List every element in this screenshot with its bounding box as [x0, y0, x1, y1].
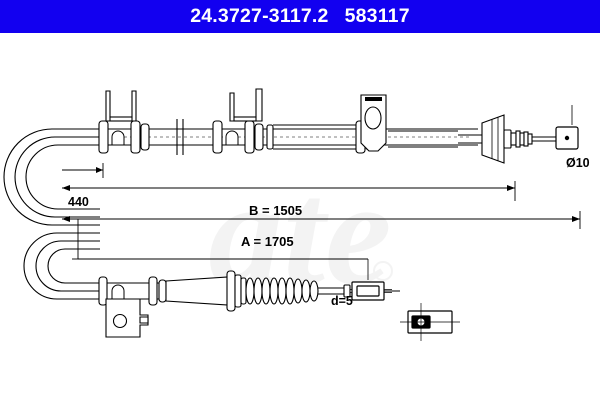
dimension-label-d: d=5	[331, 294, 353, 308]
upper-cable-ferrules	[98, 120, 274, 154]
drawing-canvas: ate	[3, 88, 581, 341]
dimension-label-diameter: Ø10	[566, 156, 590, 170]
inner-cable-ferrule	[343, 284, 351, 298]
eyelet-bracket	[360, 94, 387, 152]
lower-cable-taper	[165, 276, 229, 306]
end-clip-nipple	[351, 281, 400, 301]
rubber-boot	[481, 114, 505, 164]
upper-cable-mid-section	[273, 124, 360, 150]
lower-cable-ferrules	[98, 276, 167, 306]
hose-splice-marker	[176, 119, 184, 155]
dimension-label-a: A = 1705	[241, 234, 294, 249]
upper-bracket-2	[229, 88, 263, 122]
upper-cable-run	[100, 128, 478, 146]
upper-bracket-1	[105, 90, 137, 122]
reference-number: 583117	[344, 4, 410, 27]
clip-detail-view	[400, 303, 460, 341]
part-number: 24.3727-3117.2	[190, 4, 329, 27]
header-bar: 24.3727-3117.2 583117	[0, 0, 600, 33]
dimension-A	[62, 211, 581, 229]
dimension-440	[62, 163, 104, 178]
dimension-label-440: 440	[68, 195, 89, 209]
dimension-label-b: B = 1505	[249, 203, 303, 218]
upper-cable-saddles	[111, 130, 239, 146]
lower-mounting-plate	[105, 298, 149, 338]
dimension-A-inner	[72, 219, 368, 260]
upper-cable-right-segment	[388, 130, 482, 148]
header-text: 24.3727-3117.2 583117	[190, 4, 410, 27]
lower-taper-collar	[226, 270, 247, 312]
dimension-B	[62, 181, 516, 201]
cable-u-bend	[3, 128, 100, 300]
lower-cable-saddle	[111, 284, 125, 300]
end-connector	[503, 129, 556, 149]
spring-guard	[245, 277, 319, 305]
end-fitting-square	[555, 126, 579, 150]
technical-drawing: ate	[0, 33, 600, 400]
